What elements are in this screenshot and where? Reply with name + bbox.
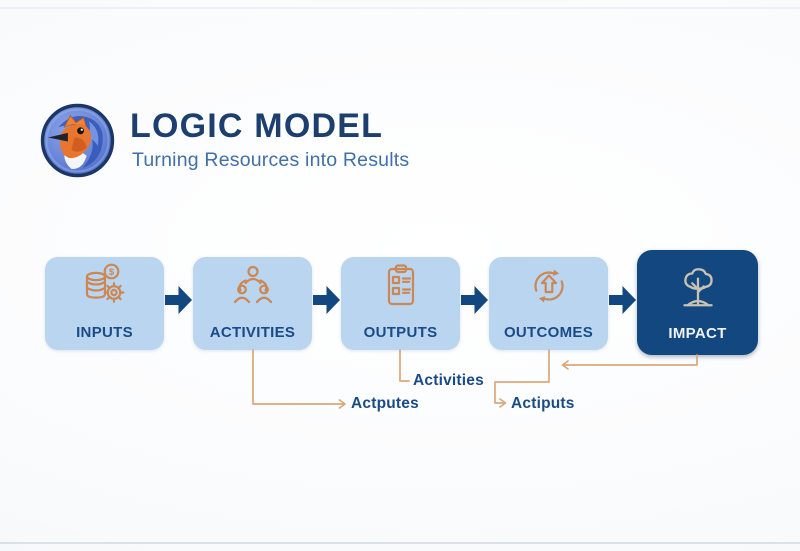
clipboard-checklist-icon: [387, 264, 414, 306]
right-block-arrow-icon: [165, 286, 192, 314]
note-actputes: Actputes: [351, 395, 419, 412]
stage-label: ACTIVITIES: [209, 324, 296, 341]
connector-activities-to-actputes: [252, 349, 345, 405]
stage-impact: IMPACT: [637, 250, 758, 355]
bottom-divider: [0, 542, 800, 544]
connector-outputs-to-activities-note: [399, 349, 410, 382]
stage-outcomes: OUTCOMES: [489, 257, 608, 350]
stage-inputs: $ INPUTS: [45, 257, 164, 350]
right-block-arrow-icon: [313, 286, 340, 314]
page-subtitle: Turning Resources into Results: [132, 149, 410, 172]
header: LOGIC MODEL Turning Resources into Resul…: [40, 103, 409, 178]
coins-gear-resources-icon: $: [85, 263, 124, 303]
stage-label: INPUTS: [76, 324, 133, 341]
title-block: LOGIC MODEL Turning Resources into Resul…: [130, 106, 410, 173]
connector-outcomes-to-actiputs: [494, 349, 550, 404]
connector-impact-to-outcomes: [562, 354, 698, 366]
note-activities: Activities: [413, 372, 484, 389]
stage-activities: ACTIVITIES: [193, 257, 312, 350]
cycle-up-arrow-icon: [533, 269, 564, 303]
right-block-arrow-icon: [609, 286, 636, 314]
arrowhead-right-icon: [499, 398, 507, 408]
arrowhead-right-icon: [338, 399, 346, 409]
tree-growth-icon: [682, 268, 713, 307]
stage-label: OUTCOMES: [503, 324, 594, 341]
svg-text:$: $: [108, 267, 114, 278]
arrowhead-left-icon: [561, 360, 569, 370]
right-block-arrow-icon: [461, 286, 488, 314]
team-people-icon: [233, 265, 272, 304]
kingfisher-bird-logo: [40, 103, 115, 178]
top-divider: [0, 7, 800, 9]
stage-label: IMPACT: [668, 325, 727, 342]
stage-outputs: OUTPUTS: [341, 257, 460, 350]
stage-label: OUTPUTS: [363, 324, 438, 341]
page-title: LOGIC MODEL: [130, 106, 384, 145]
note-actiputs: Actiputs: [511, 395, 575, 412]
